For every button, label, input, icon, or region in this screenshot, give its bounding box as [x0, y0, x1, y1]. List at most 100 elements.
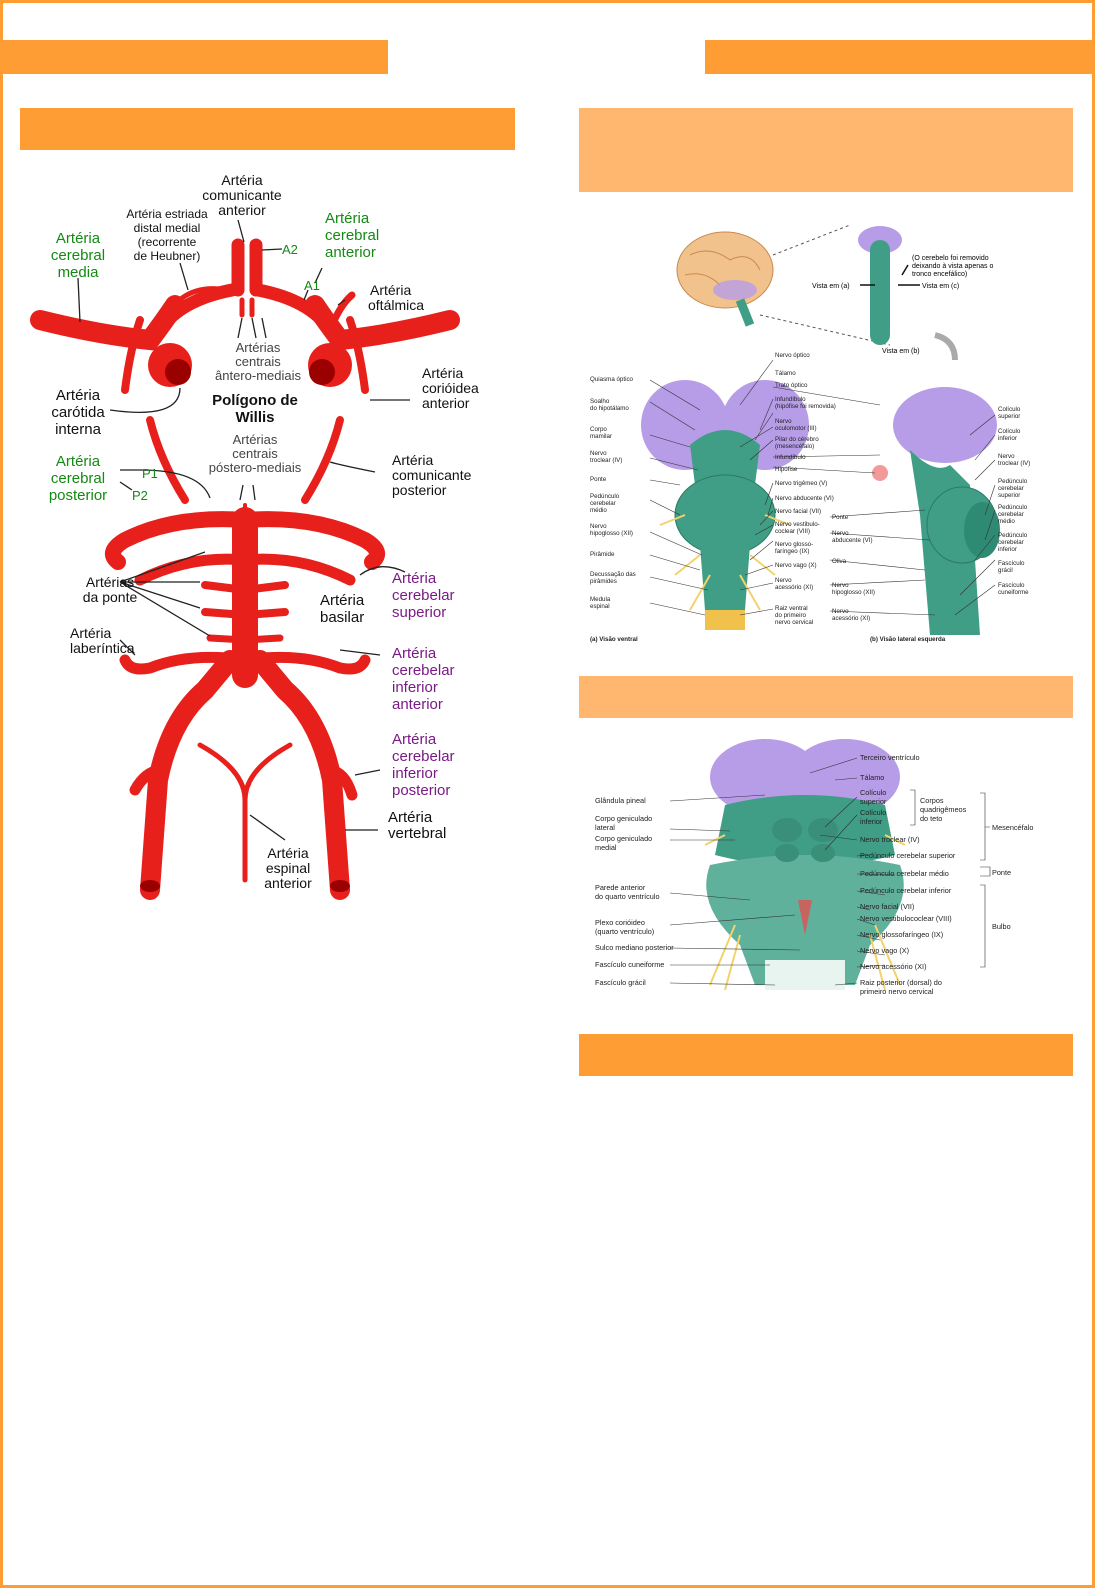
label-mca: Artéria [56, 230, 101, 247]
svg-text:basilar: basilar [320, 609, 364, 626]
svg-text:troclear (IV): troclear (IV) [998, 460, 1030, 467]
svg-text:cerebral: cerebral [51, 247, 105, 264]
svg-text:cerebelar: cerebelar [998, 485, 1024, 492]
bs1-mid-8: Nervo trigêmeo (V) [775, 480, 827, 487]
bs1-left-4: Ponte [590, 476, 607, 483]
group-bulbo: Bulbo [992, 922, 1011, 931]
label-heubner: Artéria estriada [126, 207, 208, 221]
label-vista-c: Vista em (c) [922, 283, 959, 290]
svg-text:anterior: anterior [422, 395, 470, 411]
bs2-left-3: Parede anterior [595, 883, 646, 892]
svg-text:carótida: carótida [51, 404, 105, 421]
svg-text:anterior: anterior [325, 244, 376, 261]
label-sca: Artéria [392, 570, 437, 587]
label-vertebral: Artéria [388, 809, 433, 826]
svg-text:laberíntica: laberíntica [70, 640, 135, 656]
svg-text:posterior: posterior [392, 482, 447, 498]
svg-text:do primeiro: do primeiro [775, 612, 807, 619]
svg-text:(recorrente: (recorrente [138, 235, 197, 249]
svg-text:espinal: espinal [590, 603, 610, 610]
svg-text:(hipófise foi removida): (hipófise foi removida) [775, 403, 836, 410]
caption-b: (b) Visão lateral esquerda [870, 636, 946, 643]
bs2-left-0: Glândula pineal [595, 796, 646, 805]
bs1-mid-7: Hipófise [775, 466, 798, 473]
bs1-right-6: Fascículo [998, 560, 1025, 567]
bs1-mid-14: Nervo [832, 530, 849, 537]
bs1-right-2: Nervo [998, 453, 1015, 460]
label-ponte: Artérias [86, 574, 134, 590]
label-postero-mediais: Artérias [233, 432, 278, 447]
svg-text:quadrigêmeos: quadrigêmeos [920, 805, 967, 814]
svg-text:cerebelar: cerebelar [392, 748, 455, 765]
header-bar-right [705, 40, 1092, 74]
svg-text:póstero-mediais: póstero-mediais [209, 460, 302, 475]
bs2-right-8: Nervo facial (VII) [860, 902, 914, 911]
bs1-left-7: Pirâmide [590, 551, 615, 558]
svg-text:posterior: posterior [392, 782, 450, 799]
svg-text:acessório (XI): acessório (XI) [775, 584, 813, 591]
svg-text:pirâmides: pirâmides [590, 578, 617, 585]
label-p2: P2 [132, 488, 148, 503]
label-acom: Artéria [221, 172, 262, 188]
lateral-thalamus [893, 387, 997, 463]
label-pca: Artéria [56, 453, 101, 470]
bs2-right-12: Nervo acessório (XI) [860, 962, 927, 971]
bs1-mid-2: Trato óptico [775, 382, 808, 389]
label-espinal: Artéria [267, 845, 308, 861]
section-bar-posterior-view [579, 676, 1073, 718]
svg-text:oculomotor (III): oculomotor (III) [775, 425, 817, 432]
bs1-right-7: Fascículo [998, 582, 1025, 589]
bs1-left-2: Corpo [590, 426, 607, 433]
group-ponte: Ponte [992, 868, 1011, 877]
bs1-mid-13: Nervo glosso- [775, 541, 813, 548]
bs2-right-6: Pedúnculo cerebelar médio [860, 869, 949, 878]
svg-text:Willis: Willis [235, 409, 274, 426]
svg-text:troclear (IV): troclear (IV) [590, 457, 622, 464]
bs2-left-1: Corpo geniculado [595, 814, 652, 823]
bs2-left-5: Sulco mediano posterior [595, 943, 674, 952]
bs1-mid-15: Nervo vago (X) [775, 562, 817, 569]
svg-text:inferior: inferior [392, 765, 438, 782]
svg-text:(mesencéfalo): (mesencéfalo) [775, 443, 814, 450]
group-quad: Corpos [920, 796, 944, 805]
artery-network [30, 238, 460, 900]
bs1-mid-0: Nervo óptico [775, 352, 810, 359]
label-vista-a: Vista em (a) [812, 283, 850, 290]
brainstem-posterior-figure: Glândula pineal Corpo geniculadolateral … [595, 739, 1033, 996]
svg-text:vertebral: vertebral [388, 825, 446, 842]
svg-text:superior: superior [860, 797, 887, 806]
svg-text:cerebelar: cerebelar [392, 662, 455, 679]
svg-text:comunicante: comunicante [392, 467, 472, 483]
section-bar-bottom [579, 1034, 1073, 1076]
svg-text:cuneiforme: cuneiforme [998, 589, 1029, 596]
label-a1: A1 [304, 278, 320, 293]
svg-text:deixando à vista apenas o: deixando à vista apenas o [912, 263, 993, 270]
svg-text:superior: superior [998, 413, 1020, 420]
label-a2: A2 [282, 242, 298, 257]
svg-text:cerebelar: cerebelar [590, 500, 616, 507]
svg-text:corióidea: corióidea [422, 380, 479, 396]
label-carotida: Artéria [56, 387, 101, 404]
label-vista-b: Vista em (b) [882, 348, 920, 355]
svg-text:centrais: centrais [232, 446, 278, 461]
svg-text:espinal: espinal [266, 860, 310, 876]
bs1-right-1: Colículo [998, 428, 1021, 435]
bs1-right-5: Pedúnculo [998, 532, 1028, 539]
bs2-right-7: Pedúnculo cerebelar inferior [860, 886, 952, 895]
bs2-right-1: Tálamo [860, 773, 884, 782]
svg-text:coclear (VIII): coclear (VIII) [775, 528, 810, 535]
section-bar-brainstem [579, 108, 1073, 192]
bs2-left-7: Fascículo grácil [595, 978, 646, 987]
svg-text:interna: interna [55, 421, 102, 438]
bs1-mid-17: Nervo [775, 577, 792, 584]
svg-text:da ponte: da ponte [83, 589, 138, 605]
bs1-left-8: Decussação das [590, 571, 636, 578]
svg-text:do hipotálamo: do hipotálamo [590, 405, 629, 412]
svg-text:faríngeo (IX): faríngeo (IX) [775, 548, 809, 555]
bs1-left-6: Nervo [590, 523, 607, 530]
svg-text:cerebelar: cerebelar [998, 511, 1024, 518]
bs1-left-5: Pedúnculo [590, 493, 620, 500]
bs1-right-0: Colículo [998, 406, 1021, 413]
label-oftalmica: Artéria [370, 282, 411, 298]
svg-text:mamilar: mamilar [590, 433, 612, 440]
